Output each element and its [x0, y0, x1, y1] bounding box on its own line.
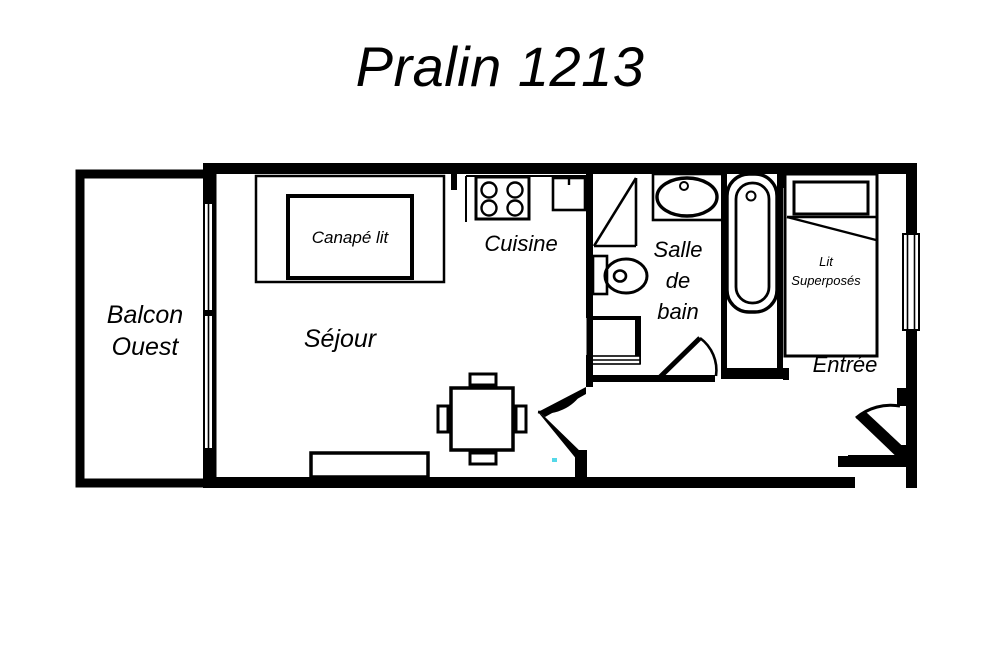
wall-bathroom-right — [721, 174, 783, 375]
wall-bathroom-bottom — [589, 336, 718, 382]
door-entrance[interactable] — [848, 388, 912, 467]
wall-details — [203, 163, 917, 467]
room-label-salle-line2: de — [666, 268, 690, 293]
room-cuisine — [465, 174, 592, 380]
room-label-entree: Entrée — [813, 352, 878, 377]
furniture-label-lit-line1: Lit — [819, 254, 834, 269]
sliding-door-balcony[interactable] — [203, 198, 214, 454]
door-leaf-salle-de-bain — [657, 336, 702, 380]
furniture-wc — [591, 254, 649, 296]
room-sejour — [254, 174, 557, 479]
room-label-salle-line1: Salle — [654, 237, 703, 262]
window-right-wall[interactable] — [902, 233, 920, 331]
room-label-balcon-line1: Balcon — [107, 301, 183, 329]
room-entree — [721, 172, 879, 380]
wall-angled-sejour — [538, 387, 586, 417]
furniture-lit-superposes — [783, 172, 879, 358]
furniture-label-lit-line2: Superposés — [791, 273, 861, 288]
door-leaf-sejour — [538, 412, 584, 461]
wall-sejour-cuisine — [451, 174, 457, 190]
furniture-table-salle-a-manger — [436, 372, 528, 466]
room-label-sejour: Séjour — [304, 325, 378, 353]
door-swing-salle-de-bain — [699, 336, 718, 377]
wall-hallway — [537, 246, 593, 480]
page-title: Pralin 1213 — [355, 35, 645, 98]
furniture-canape-lit — [254, 174, 446, 284]
furniture-radiateur — [309, 451, 430, 479]
room-label-salle-line3: bain — [657, 299, 699, 324]
wall-bathroom-left — [586, 174, 638, 248]
door-swing-sejour — [537, 391, 583, 414]
furniture-plaque-de-cuisson — [474, 175, 531, 221]
door-leaf-wc — [592, 177, 638, 247]
furniture-lavabo — [651, 172, 726, 222]
scan-artifact-pixel — [552, 458, 557, 462]
room-label-balcon-line2: Ouest — [112, 333, 180, 361]
room-balcon-ouest — [75, 169, 217, 488]
furniture-label-canape-lit: Canapé lit — [312, 228, 390, 247]
door-swing-entrance — [855, 403, 901, 420]
furniture-evier — [551, 176, 587, 212]
furniture-baignoire — [725, 172, 779, 314]
furniture-placard — [589, 316, 641, 365]
room-label-cuisine: Cuisine — [484, 231, 557, 256]
